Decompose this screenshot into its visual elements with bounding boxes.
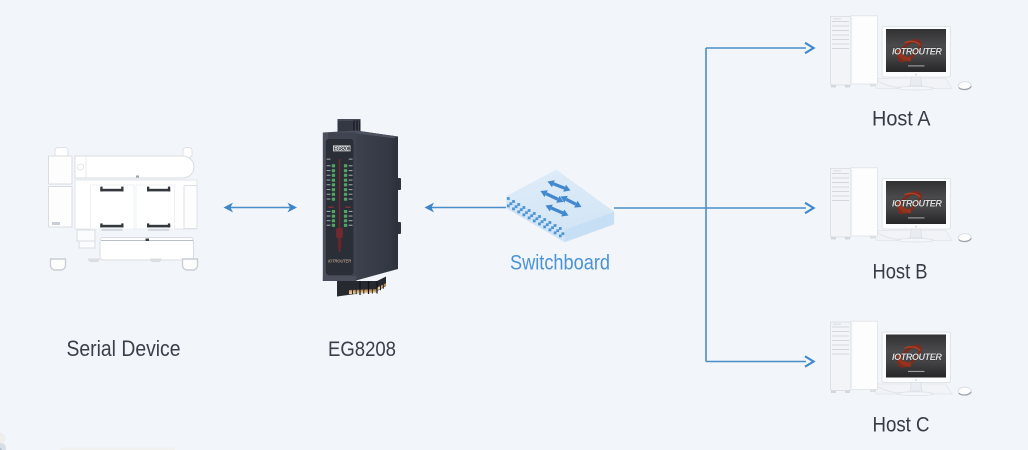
svg-text:EG8208: EG8208: [328, 337, 396, 361]
svg-text:Host A: Host A: [872, 107, 931, 131]
svg-text:Switchboard: Switchboard: [510, 252, 610, 275]
svg-text:IOTROUTER: IOTROUTER: [328, 259, 351, 264]
svg-text:IOTROUTER: IOTROUTER: [892, 47, 942, 57]
svg-text:Serial Device: Serial Device: [67, 336, 181, 361]
svg-text:EG8208: EG8208: [334, 146, 351, 152]
svg-text:Host B: Host B: [873, 260, 928, 284]
svg-text:Host C: Host C: [873, 413, 930, 437]
